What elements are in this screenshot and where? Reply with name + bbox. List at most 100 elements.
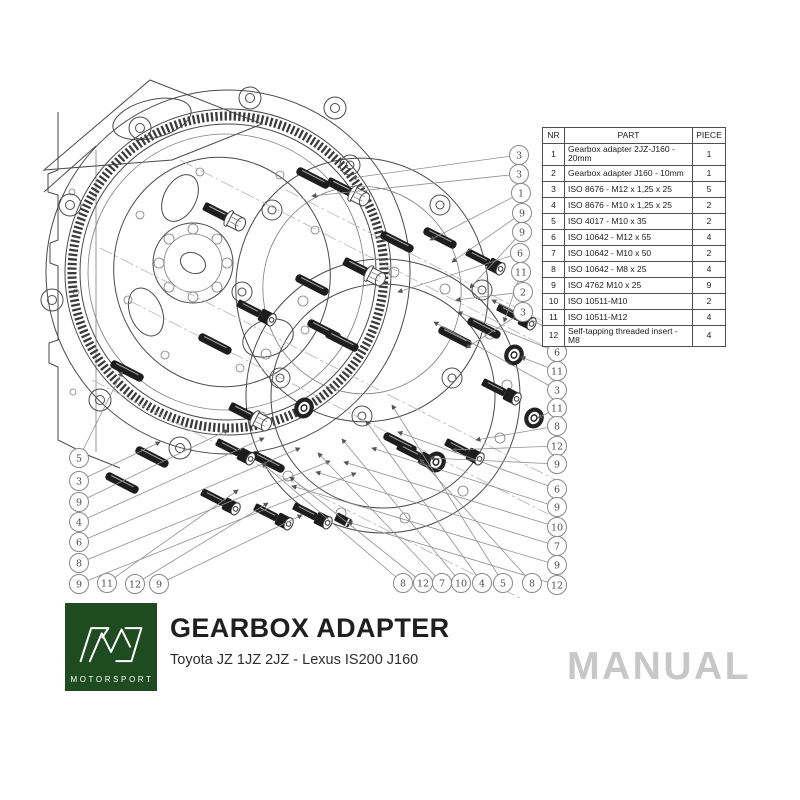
table-cell: ISO 4762 M10 x 25 bbox=[564, 276, 693, 294]
stud-fastener bbox=[296, 167, 330, 189]
table-cell: ISO 10511-M12 bbox=[564, 308, 693, 326]
table-cell: ISO 10642 - M10 x 50 bbox=[564, 244, 693, 262]
socket-fastener bbox=[253, 503, 294, 531]
leader-line bbox=[347, 520, 558, 586]
leader-line bbox=[365, 420, 483, 584]
callout-8 bbox=[522, 573, 542, 593]
callout-number: 10 bbox=[551, 522, 563, 533]
callout-number: 12 bbox=[551, 441, 563, 452]
hex-fastener bbox=[326, 177, 371, 207]
leader-line bbox=[78, 437, 265, 523]
callout-number: 4 bbox=[76, 517, 82, 528]
page-subtitle: Toyota JZ 1JZ 2JZ - Lexus IS200 J160 bbox=[170, 652, 419, 668]
callout-9 bbox=[69, 492, 89, 512]
callout-number: 6 bbox=[76, 537, 82, 548]
callout-12 bbox=[125, 574, 145, 594]
leader-line bbox=[451, 445, 558, 453]
leader-line bbox=[289, 476, 424, 584]
callout-number: 9 bbox=[554, 502, 560, 513]
callout-number: 9 bbox=[76, 497, 82, 508]
leader-line bbox=[397, 431, 558, 490]
callout-number: 11 bbox=[515, 267, 527, 278]
table-cell: 4 bbox=[692, 228, 726, 246]
table-cell: ISO 4017 - M10 x 35 bbox=[564, 212, 693, 230]
callouts: 3319961123961131181296910791253946891112… bbox=[69, 145, 567, 595]
callout-11 bbox=[511, 262, 531, 282]
callout-number: 12 bbox=[551, 580, 563, 591]
table-cell: ISO 10511-M10 bbox=[564, 292, 693, 310]
pmc-monogram-icon bbox=[79, 627, 143, 663]
callout-1 bbox=[511, 183, 531, 203]
callout-9 bbox=[69, 574, 89, 594]
table-cell: 11 bbox=[542, 308, 565, 326]
callout-9 bbox=[547, 454, 567, 474]
leader-line bbox=[419, 458, 533, 584]
table-cell: 1 bbox=[692, 143, 726, 166]
callout-9 bbox=[547, 555, 567, 575]
table-cell: Gearbox adapter J160 - 10mm bbox=[564, 164, 693, 182]
table-cell: 2 bbox=[692, 196, 726, 214]
nut-fastener bbox=[504, 344, 524, 366]
table-cell: ISO 8676 - M12 x 1,25 x 25 bbox=[564, 180, 693, 198]
leader-line bbox=[78, 371, 123, 459]
callout-8 bbox=[547, 416, 567, 436]
table-cell: ISO 10642 - M12 x 55 bbox=[564, 228, 693, 246]
socket-fastener bbox=[481, 378, 522, 406]
callout-10 bbox=[451, 573, 471, 593]
leader-line bbox=[465, 311, 524, 349]
callout-3 bbox=[69, 471, 89, 491]
callout-8 bbox=[393, 573, 413, 593]
callout-5 bbox=[493, 573, 513, 593]
callout-number: 2 bbox=[520, 287, 526, 298]
callout-number: 3 bbox=[520, 307, 526, 318]
fasteners bbox=[105, 167, 544, 531]
callout-number: 9 bbox=[156, 579, 162, 590]
socket-fastener bbox=[200, 488, 241, 516]
callout-6 bbox=[69, 532, 89, 552]
callout-number: 5 bbox=[500, 578, 506, 589]
centerlines bbox=[91, 159, 561, 599]
stud-fastener bbox=[135, 446, 169, 468]
stud-fastener bbox=[105, 472, 139, 494]
callout-number: 11 bbox=[101, 578, 113, 589]
callout-number: 9 bbox=[519, 208, 525, 219]
table-cell: 6 bbox=[542, 228, 565, 246]
callout-number: 9 bbox=[554, 459, 560, 470]
callout-number: 4 bbox=[479, 578, 485, 589]
table-cell: 12 bbox=[542, 324, 565, 348]
callout-number: 11 bbox=[551, 366, 563, 377]
title-block: GEARBOX ADAPTER Toyota JZ 1JZ 2JZ - Lexu… bbox=[170, 613, 450, 668]
leader-line bbox=[397, 252, 521, 294]
table-cell: 4 bbox=[692, 308, 726, 326]
callout-number: 12 bbox=[417, 578, 429, 589]
stud-fastener bbox=[198, 333, 232, 355]
table-cell: ISO 8676 - M10 x 1,25 x 25 bbox=[564, 196, 693, 214]
stud-fastener bbox=[380, 231, 414, 253]
header-piece: PIECE bbox=[692, 127, 726, 144]
callout-number: 5 bbox=[76, 453, 82, 464]
callout-number: 6 bbox=[554, 484, 560, 495]
manual-watermark: MANUAL bbox=[567, 645, 751, 688]
callout-number: 7 bbox=[554, 541, 560, 552]
callout-4 bbox=[69, 512, 89, 532]
callout-number: 9 bbox=[554, 560, 560, 571]
socket-fastener bbox=[444, 438, 485, 466]
callout-number: 10 bbox=[455, 578, 467, 589]
table-cell: 1 bbox=[542, 143, 565, 166]
table-cell: 9 bbox=[542, 276, 565, 294]
stud-fastener bbox=[295, 274, 329, 296]
pmc-logo: MOTORSPORT bbox=[65, 603, 157, 691]
leader-line bbox=[291, 484, 558, 566]
stud-fastener bbox=[325, 330, 359, 352]
leader-line bbox=[158, 514, 303, 585]
leader-line bbox=[311, 173, 520, 199]
leader-line bbox=[457, 311, 558, 353]
